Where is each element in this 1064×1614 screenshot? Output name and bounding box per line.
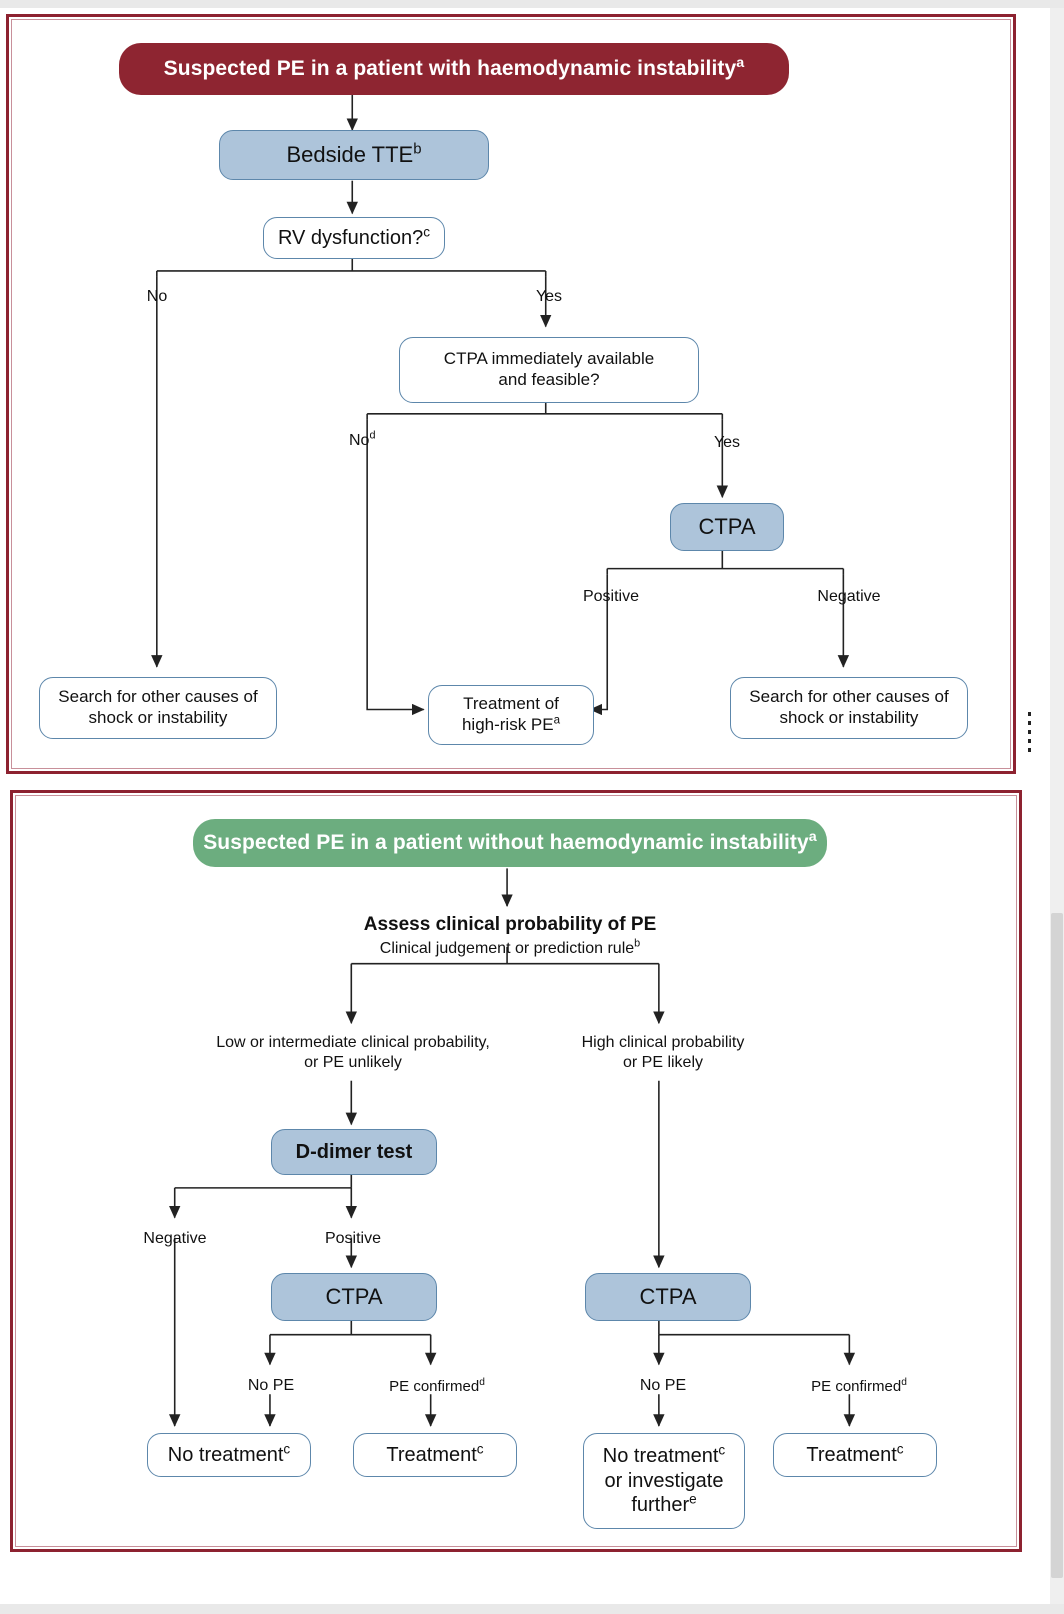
node-no-treatment-left[interactable]: No treatmentc — [147, 1433, 311, 1477]
node-search-other-causes-right[interactable]: Search for other causes of shock or inst… — [730, 677, 968, 739]
edge-label-dd-positive: Positive — [324, 1230, 382, 1247]
header-label: Suspected PE in a patient with haemodyna… — [163, 55, 745, 81]
node-ctpa[interactable]: CTPA — [670, 503, 784, 551]
node-treatment-high-risk-pe[interactable]: Treatment of high-risk PEa — [428, 685, 594, 745]
node-label: Treatment of high-risk PEa — [461, 694, 561, 734]
edge-label-positive: Positive — [582, 588, 640, 605]
node-d-dimer-test[interactable]: D-dimer test — [271, 1129, 437, 1175]
node-label: Treatmentc — [806, 1441, 904, 1466]
node-label: No treatmentc or investigate furthere — [602, 1442, 726, 1517]
node-no-treatment-or-investigate[interactable]: No treatmentc or investigate furthere — [583, 1433, 745, 1529]
edge-label-rv-yes: Yes — [535, 288, 563, 305]
edge-label-negative: Negative — [817, 588, 881, 605]
edge-label-ctpa-no: Nod — [349, 429, 376, 449]
edge-label-left-no-pe: No PE — [247, 1377, 295, 1394]
node-label: D-dimer test — [295, 1140, 413, 1163]
edge-label-right-pe-confirmed: PE confirmedd — [811, 1377, 907, 1395]
panel-no-haemodynamic-instability: Suspected PE in a patient without haemod… — [10, 790, 1022, 1552]
node-label: Bedside TTEb — [286, 140, 422, 167]
label-branch-high: High clinical probability or PE likely — [581, 1034, 745, 1071]
panel-haemodynamic-instability: Suspected PE in a patient with haemodyna… — [6, 14, 1016, 774]
node-label: Search for other causes of shock or inst… — [749, 687, 949, 727]
crop-marker-icon — [1028, 712, 1031, 752]
node-label: CTPA immediately available and feasible? — [443, 349, 655, 389]
page-gutter-bottom — [0, 1604, 1064, 1614]
node-search-other-causes-left[interactable]: Search for other causes of shock or inst… — [39, 677, 277, 739]
label-branch-low-intermediate: Low or intermediate clinical probability… — [216, 1034, 490, 1071]
node-bedside-tte[interactable]: Bedside TTEb — [219, 130, 489, 180]
node-treatment-right[interactable]: Treatmentc — [773, 1433, 937, 1477]
node-ctpa-right[interactable]: CTPA — [585, 1273, 751, 1321]
header-suspected-pe-stable: Suspected PE in a patient without haemod… — [193, 819, 827, 867]
header-suspected-pe-unstable: Suspected PE in a patient with haemodyna… — [119, 43, 789, 95]
edge-label-left-pe-confirmed: PE confirmedd — [389, 1377, 485, 1395]
edge-label-right-no-pe: No PE — [639, 1377, 687, 1394]
header-label: Suspected PE in a patient without haemod… — [203, 829, 817, 855]
node-treatment-left[interactable]: Treatmentc — [353, 1433, 517, 1477]
node-ctpa-available[interactable]: CTPA immediately available and feasible? — [399, 337, 699, 403]
label-assess-clinical-probability: Assess clinical probability of PE — [363, 914, 657, 935]
node-rv-dysfunction[interactable]: RV dysfunction?c — [263, 217, 445, 259]
node-ctpa-left[interactable]: CTPA — [271, 1273, 437, 1321]
node-label: No treatmentc — [167, 1441, 291, 1466]
edge-label-rv-no: No — [146, 288, 168, 305]
page-gutter-top — [0, 0, 1064, 8]
scrollbar-track[interactable] — [1050, 8, 1064, 1604]
node-label: Search for other causes of shock or inst… — [58, 687, 258, 727]
scrollbar-thumb[interactable] — [1051, 913, 1063, 1578]
node-label: CTPA — [325, 1283, 383, 1309]
edge-label-ctpa-yes: Yes — [713, 434, 741, 451]
node-label: Treatmentc — [386, 1441, 484, 1466]
edge-label-dd-negative: Negative — [143, 1230, 207, 1247]
node-label: CTPA — [639, 1283, 697, 1309]
label-assess-subtitle: Clinical judgement or prediction ruleb — [379, 937, 641, 957]
node-label: RV dysfunction?c — [277, 224, 431, 249]
node-label: CTPA — [698, 513, 756, 539]
